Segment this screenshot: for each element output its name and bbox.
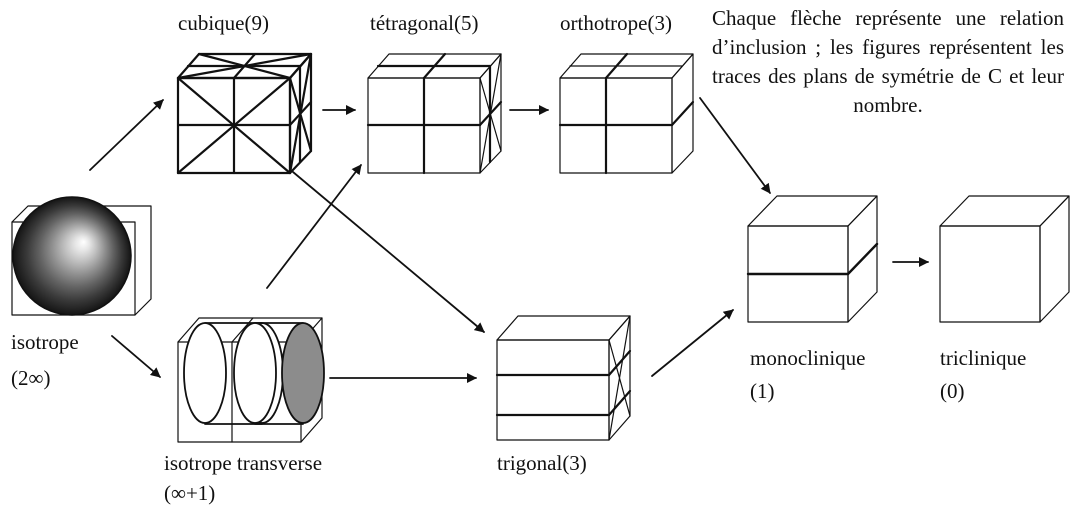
orthotropic-label: orthotrope(3) xyxy=(560,11,672,35)
arrow-orthotropic-to-monoclinic xyxy=(699,97,771,194)
cubic-label: cubique(9) xyxy=(178,11,269,35)
triclinic-label: triclinique xyxy=(940,346,1027,370)
monoclinic-label: monoclinique xyxy=(750,346,866,370)
tetragonal-label: tétragonal(5) xyxy=(370,11,479,35)
cubic-figure xyxy=(176,52,313,175)
inclusion-arrows xyxy=(89,97,929,383)
arrow-isotropic-to-transverse xyxy=(111,335,161,378)
arrow-isotropic-to-cubic xyxy=(89,99,164,171)
monoclinic-figure xyxy=(746,195,879,323)
isotropic-label: isotrope xyxy=(11,330,79,354)
diagram-caption: Chaque flèche représente une relation d’… xyxy=(712,6,1064,117)
trigonal-label: trigonal(3) xyxy=(497,451,587,475)
transverse-isotropic-figure xyxy=(177,317,325,443)
monoclinic-count: (1) xyxy=(750,379,775,403)
arrow-transverse-to-tetragonal xyxy=(266,164,362,289)
isotropic-count: (2∞) xyxy=(11,366,51,390)
arrow-trigonal-to-monoclinic xyxy=(651,309,734,377)
tetragonal-figure xyxy=(366,52,503,175)
trigonal-figure xyxy=(495,315,632,441)
triclinic-count: (0) xyxy=(940,379,965,403)
triclinic-figure xyxy=(939,195,1070,323)
arrow-cubic-to-trigonal xyxy=(292,171,485,333)
transverse-isotropic-count: (∞+1) xyxy=(164,481,216,505)
orthotropic-figure xyxy=(558,52,695,175)
transverse-isotropic-label: isotrope transverse xyxy=(164,451,323,475)
isotropic-figure xyxy=(11,196,152,316)
